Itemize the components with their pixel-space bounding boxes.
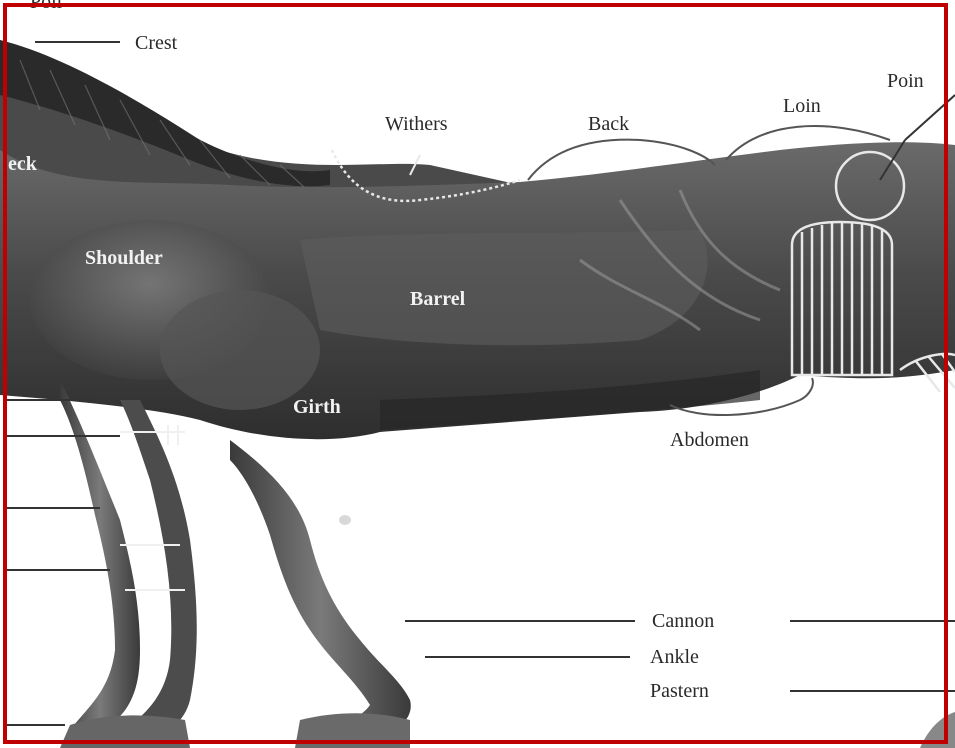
label-crest: Crest <box>135 32 178 54</box>
label-back: Back <box>588 113 629 135</box>
label-abdomen: Abdomen <box>670 429 749 451</box>
hind-leg <box>230 440 411 745</box>
far-hoof <box>920 712 955 748</box>
label-loin: Loin <box>783 95 821 117</box>
knee-highlight <box>339 515 351 525</box>
barrel-highlight <box>300 230 708 345</box>
label-withers: Withers <box>385 113 448 135</box>
label-barrel: Barrel <box>410 288 466 310</box>
label-cannon: Cannon <box>652 610 714 632</box>
label-pastern: Pastern <box>650 680 709 702</box>
label-neck: eck <box>8 153 38 175</box>
label-girth: Girth <box>293 396 341 418</box>
forearm-muscle <box>160 290 320 410</box>
label-shoulder: Shoulder <box>85 247 163 269</box>
label-top-cut: Poll <box>30 0 63 13</box>
hind-hoof <box>295 713 410 748</box>
label-ankle: Ankle <box>650 646 699 668</box>
label-point: Poin <box>887 70 924 92</box>
